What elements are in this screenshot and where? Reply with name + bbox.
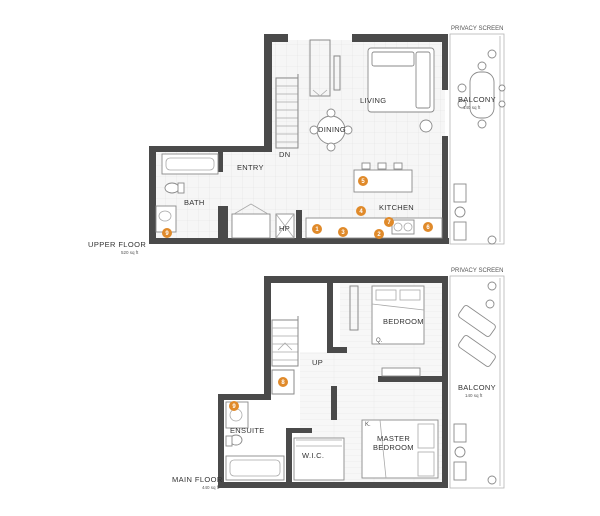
side-table — [419, 119, 433, 133]
room-label-master-bedroom: BEDROOM — [373, 443, 414, 452]
badge-8: 8 — [278, 377, 288, 387]
closet — [271, 369, 295, 395]
wall — [286, 428, 292, 486]
badge-7: 7 — [384, 217, 394, 227]
wall — [218, 394, 224, 488]
svg-text:9: 9 — [232, 404, 236, 410]
svg-text:6: 6 — [426, 225, 430, 231]
dresser — [381, 367, 421, 377]
room-label-bedroom: BEDROOM — [383, 317, 424, 326]
label-dn: DN — [279, 150, 290, 159]
svg-text:5: 5 — [361, 179, 365, 185]
floor-title-main: MAIN FLOOR — [172, 475, 223, 484]
wall — [264, 34, 288, 42]
wall — [378, 376, 442, 382]
entry-closet — [231, 203, 271, 239]
floor-title-upper: UPPER FLOOR — [88, 240, 146, 249]
wall — [218, 482, 448, 488]
room-label-living: LIVING — [360, 96, 386, 105]
room-label-entry: ENTRY — [237, 163, 264, 172]
kitchen-island — [353, 162, 413, 193]
bed-queen — [371, 285, 425, 345]
wall — [218, 150, 223, 172]
wall-shelf — [333, 55, 341, 91]
room-label-hp: HP — [279, 224, 290, 233]
svg-text:3: 3 — [341, 230, 345, 236]
wall — [218, 394, 271, 400]
badge-9-upper: 9 — [162, 228, 172, 238]
wall — [296, 210, 302, 242]
svg-text:2: 2 — [377, 232, 381, 238]
room-label-dining: DINING — [318, 125, 346, 134]
dining-table — [309, 108, 353, 152]
balcony-area-upper: 140 sq ft — [463, 105, 481, 110]
floor-area-main: 440 sq ft — [202, 485, 220, 490]
badge-1: 1 — [312, 224, 322, 234]
stairs-down — [275, 74, 299, 149]
closet-rod — [296, 439, 342, 447]
room-label-bath: BATH — [184, 198, 205, 207]
privacy-screen-main: PRIVACY SCREEN — [451, 268, 503, 274]
ensuite-fixtures — [225, 401, 285, 481]
room-label-balcony-main: BALCONY — [458, 383, 496, 392]
balcony-area-main: 140 sq ft — [465, 393, 483, 398]
bed-size-king: K. — [365, 422, 371, 428]
room-label-master: MASTER — [377, 434, 410, 443]
wall — [264, 34, 272, 148]
bath-fixtures — [155, 153, 219, 233]
badge-4: 4 — [356, 206, 366, 216]
sofa — [367, 47, 435, 113]
wall — [442, 136, 448, 244]
svg-text:9: 9 — [165, 231, 169, 237]
kitchen-counter — [305, 217, 443, 239]
wall — [286, 428, 312, 433]
room-label-ensuite: ENSUITE — [230, 426, 265, 435]
badge-3: 3 — [338, 227, 348, 237]
floor-area-upper: 520 sq ft — [121, 250, 139, 255]
wall — [442, 34, 448, 90]
walk-in-closet — [293, 437, 345, 481]
balcony-upper — [449, 33, 506, 245]
wall-shelf — [349, 285, 359, 331]
stairs-up — [271, 316, 299, 367]
privacy-screen-upper: PRIVACY SCREEN — [451, 26, 503, 32]
wall — [264, 276, 448, 283]
balcony-main — [449, 275, 505, 489]
bed-size-queen: Q. — [376, 338, 383, 344]
wall — [331, 386, 337, 420]
svg-text:7: 7 — [387, 220, 391, 226]
wall — [442, 276, 448, 488]
label-up: UP — [312, 358, 323, 367]
wall — [327, 283, 333, 353]
upper-floor: LIVING DINING ENTRY DN BATH KITCHEN HP B… — [88, 26, 506, 255]
wall — [149, 146, 156, 244]
svg-text:8: 8 — [281, 380, 285, 386]
wall — [352, 34, 448, 42]
room-label-wic: W.I.C. — [302, 451, 324, 460]
badge-6: 6 — [423, 222, 433, 232]
room-label-balcony-upper: BALCONY — [458, 95, 496, 104]
svg-text:1: 1 — [315, 227, 319, 233]
bed-king — [361, 419, 439, 479]
wall — [327, 347, 347, 353]
closet-arrow — [312, 89, 328, 97]
main-floor: BEDROOM Q. UP ENSUITE W.I.C. MASTER BEDR… — [172, 268, 505, 490]
badge-2: 2 — [374, 229, 384, 239]
svg-text:4: 4 — [359, 209, 363, 215]
wall — [264, 276, 271, 396]
hp-closet-cross — [275, 213, 295, 239]
wall — [149, 146, 272, 152]
badge-5: 5 — [358, 176, 368, 186]
badge-9-main: 9 — [229, 401, 239, 411]
room-label-kitchen: KITCHEN — [379, 203, 414, 212]
wall — [218, 206, 228, 242]
